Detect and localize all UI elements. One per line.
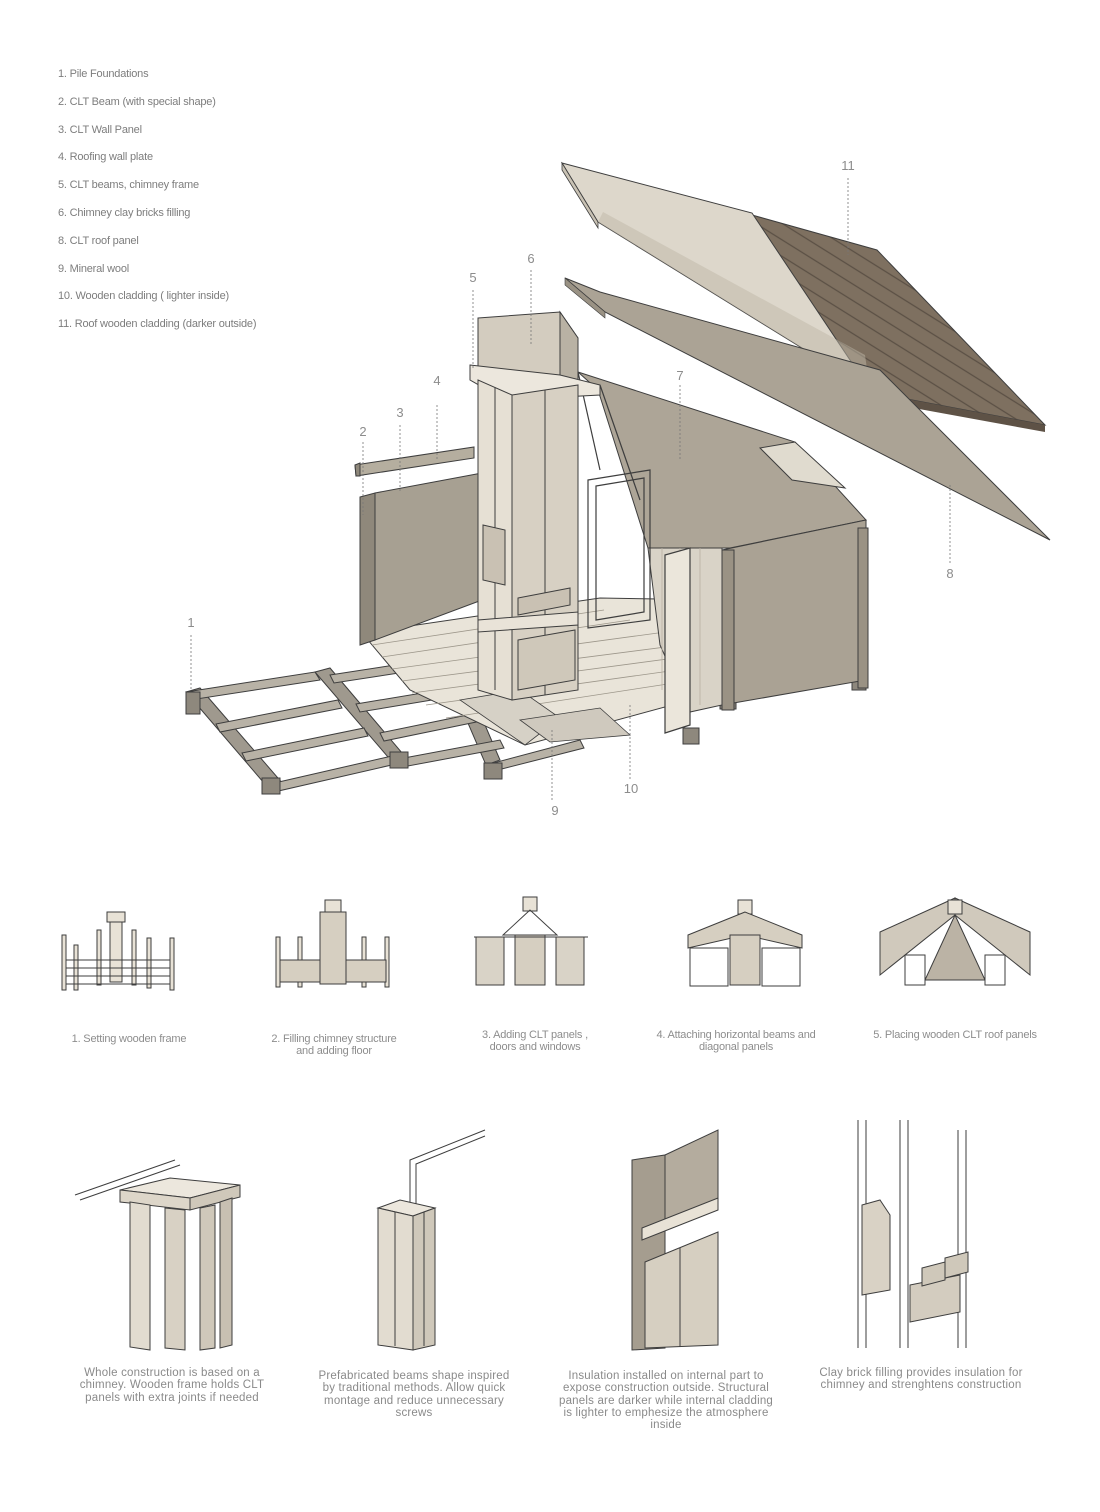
callout-1: 1 bbox=[187, 615, 195, 630]
legend: 1. Pile Foundations 2. CLT Beam (with sp… bbox=[58, 66, 256, 344]
detail-2-beam-joint bbox=[376, 1129, 486, 1351]
step-5-caption: 5. Placing wooden CLT roof panels bbox=[873, 1029, 1037, 1041]
callout-2: 2 bbox=[359, 424, 367, 439]
callout-9: 9 bbox=[551, 803, 559, 818]
legend-item: 3. CLT Wall Panel bbox=[58, 123, 142, 136]
step-3-diagram bbox=[474, 896, 588, 986]
pile-foundation bbox=[185, 654, 867, 795]
step-1-caption: 1. Setting wooden frame bbox=[71, 1033, 187, 1045]
detail-1-caption: Whole construction is based on a chimney… bbox=[79, 1367, 265, 1404]
window-frame bbox=[587, 469, 691, 734]
step-4-caption: 4. Attaching horizontal beams and diagon… bbox=[656, 1029, 816, 1053]
legend-item: 9. Mineral wool bbox=[58, 262, 129, 275]
leader-lines bbox=[190, 178, 951, 800]
detail-4-caption: Clay brick filling provides insulation f… bbox=[819, 1367, 1023, 1392]
callout-6: 6 bbox=[527, 251, 535, 266]
legend-item: 8. CLT roof panel bbox=[58, 234, 139, 247]
callout-7: 7 bbox=[676, 368, 684, 383]
callout-3: 3 bbox=[396, 405, 404, 420]
step-3-caption: 3. Adding CLT panels , doors and windows bbox=[482, 1029, 588, 1053]
legend-item: 4. Roofing wall plate bbox=[58, 151, 153, 164]
chimney bbox=[469, 310, 601, 701]
legend-item: 11. Roof wooden cladding (darker outside… bbox=[58, 318, 257, 331]
callout-4: 4 bbox=[433, 373, 441, 388]
detail-4-brick-filling bbox=[857, 1120, 969, 1348]
upper-roof-panel bbox=[560, 161, 871, 391]
step-2-caption: 2. Filling chimney structure and adding … bbox=[271, 1033, 397, 1057]
detail-3-caption: Insulation installed on internal part to… bbox=[558, 1370, 774, 1432]
legend-item: 1. Pile Foundations bbox=[58, 68, 149, 80]
callout-8: 8 bbox=[946, 566, 954, 581]
clt-roof-panel bbox=[564, 277, 1051, 541]
legend-item: 2. CLT Beam (with special shape) bbox=[58, 95, 216, 108]
callout-11: 11 bbox=[841, 158, 855, 173]
detail-2-caption: Prefabricated beams shape inspired by tr… bbox=[318, 1370, 510, 1419]
legend-item: 6. Chimney clay bricks filling bbox=[58, 206, 191, 219]
callout-5: 5 bbox=[469, 270, 477, 285]
callout-10: 10 bbox=[623, 781, 639, 796]
step-5-diagram bbox=[879, 897, 1031, 986]
legend-item: 5. CLT beams, chimney frame bbox=[58, 179, 199, 192]
detail-3-wall-section bbox=[631, 1129, 719, 1351]
step-2-diagram bbox=[275, 899, 390, 988]
legend-item: 10. Wooden cladding ( lighter inside) bbox=[58, 290, 229, 303]
detail-1-chimney-frame bbox=[74, 1159, 241, 1351]
step-1-diagram bbox=[61, 911, 175, 991]
step-4-diagram bbox=[687, 899, 803, 987]
clt-wall-panel bbox=[354, 446, 483, 646]
